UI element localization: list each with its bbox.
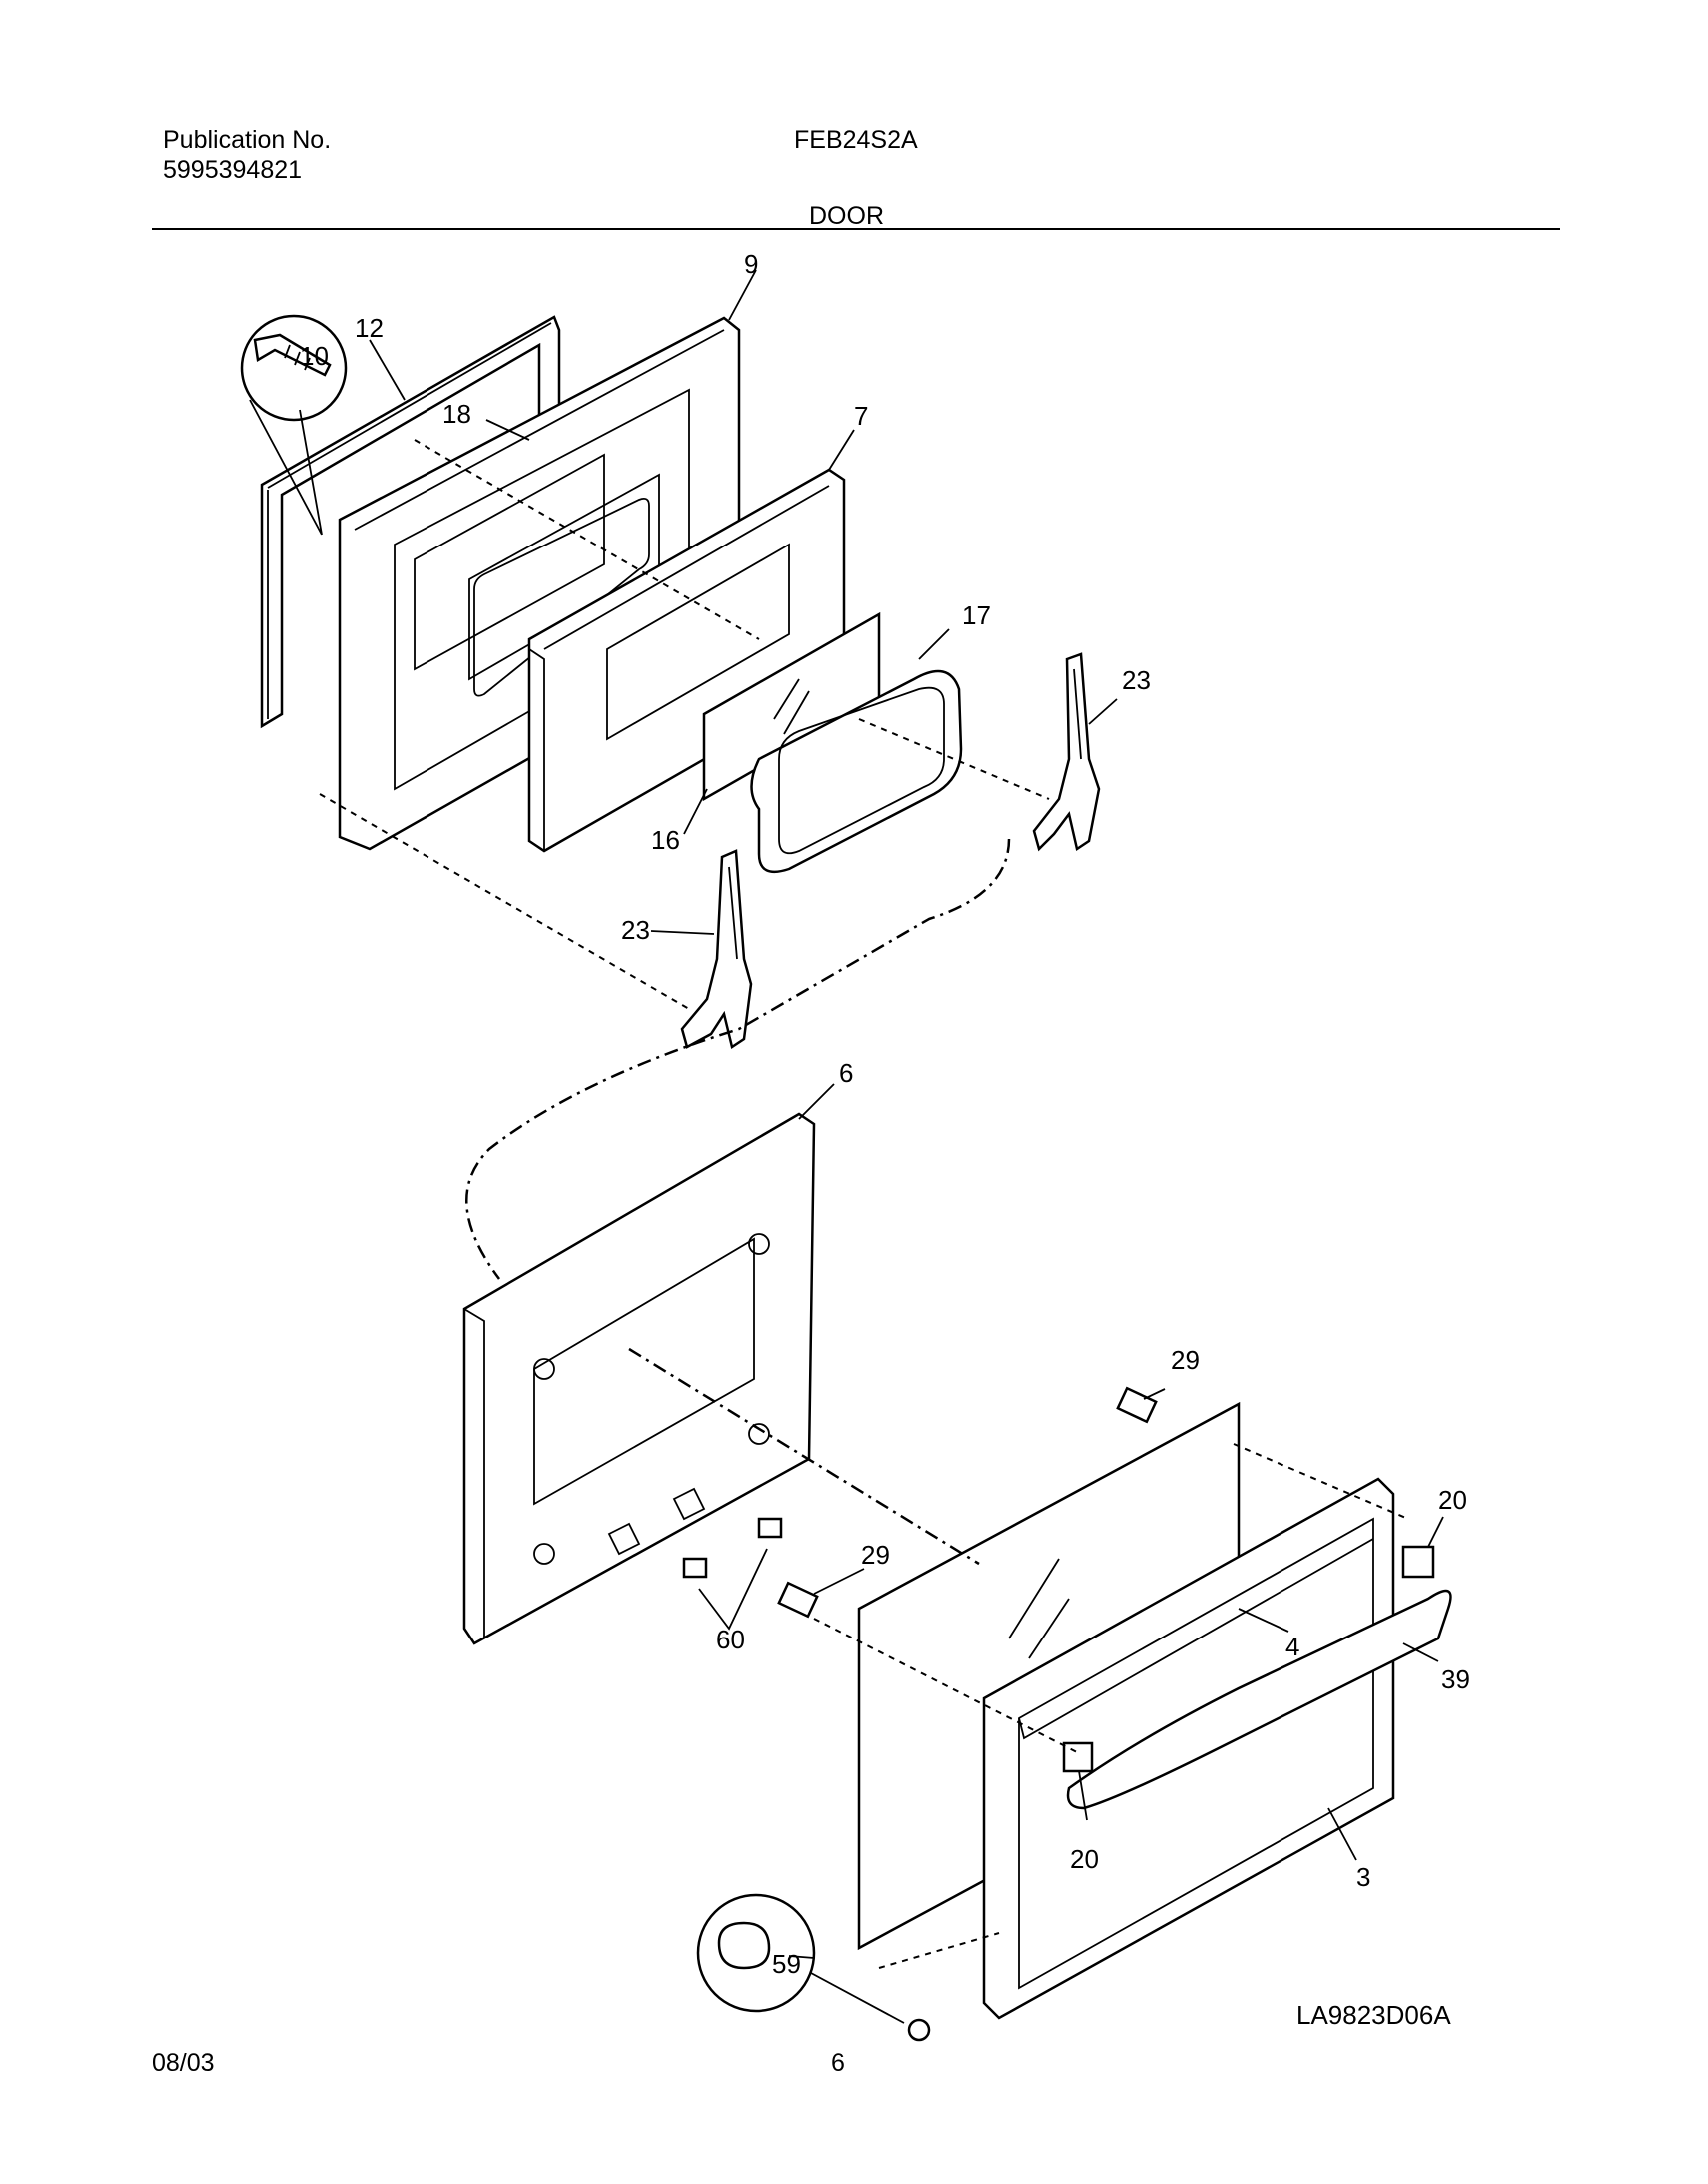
header-divider xyxy=(152,228,1560,230)
callout-29-bottom: 29 xyxy=(861,1540,890,1570)
callout-39: 39 xyxy=(1441,1664,1470,1694)
callout-6: 6 xyxy=(839,1058,853,1088)
diagram-code: LA9823D06A xyxy=(1296,2000,1451,2030)
footer-date: 08/03 xyxy=(152,2049,215,2077)
publication-number: 5995394821 xyxy=(163,156,303,184)
callout-7: 7 xyxy=(854,401,868,431)
callout-20-bottom: 20 xyxy=(1070,1844,1099,1874)
callout-23-left: 23 xyxy=(621,915,650,945)
callout-18: 18 xyxy=(442,399,471,429)
page-number: 6 xyxy=(831,2049,845,2077)
part-23-hinge-left xyxy=(680,849,753,1050)
callout-3: 3 xyxy=(1356,1862,1370,1892)
callout-9: 9 xyxy=(744,249,758,279)
part-59-plug-detail xyxy=(696,1893,931,2042)
part-17-window-gasket xyxy=(750,669,963,874)
part-23-hinge-right xyxy=(1032,652,1101,852)
callout-29-top: 29 xyxy=(1171,1345,1200,1375)
alignment-lines-lower xyxy=(628,1347,1409,1969)
section-title: DOOR xyxy=(809,202,884,230)
part-10-screw-detail xyxy=(240,314,348,536)
callout-10: 10 xyxy=(300,341,329,371)
alignment-lines-upper xyxy=(319,439,1050,1280)
part-60-bumpers xyxy=(682,1517,783,1631)
callout-20-top: 20 xyxy=(1438,1485,1467,1515)
callout-16: 16 xyxy=(651,825,680,855)
part-29-spacers xyxy=(777,1386,1158,1619)
leader-lines xyxy=(369,269,1444,1959)
callout-labels: 9 12 10 7 18 17 23 16 23 6 29 20 29 60 4… xyxy=(300,249,1470,1979)
part-39-handle xyxy=(1066,1589,1452,1810)
part-20-end-caps xyxy=(1062,1545,1435,1773)
callout-4: 4 xyxy=(1285,1632,1299,1661)
part-6-liner-panel xyxy=(462,1112,816,1645)
callout-59: 59 xyxy=(772,1949,801,1979)
model-number: FEB24S2A xyxy=(794,126,918,154)
callout-23-right: 23 xyxy=(1122,665,1151,695)
callout-60: 60 xyxy=(716,1625,745,1654)
part-18-window-frame xyxy=(473,497,650,697)
callout-12: 12 xyxy=(355,313,384,343)
publication-label: Publication No. xyxy=(163,126,332,154)
callout-17: 17 xyxy=(962,600,991,630)
